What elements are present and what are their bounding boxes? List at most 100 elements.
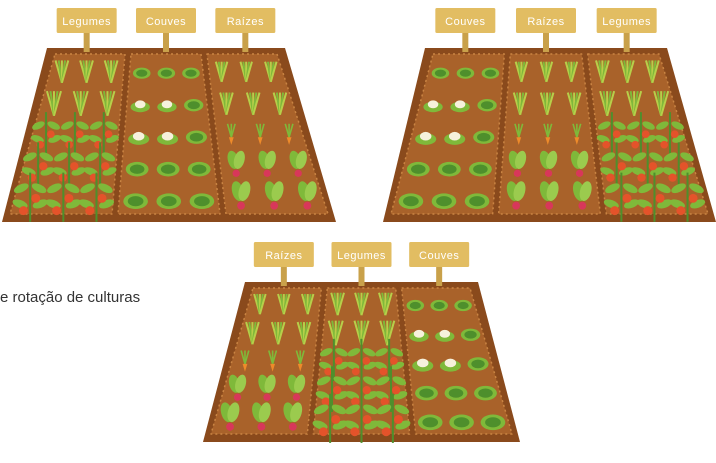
sign-post <box>623 30 630 52</box>
cabbage-inner <box>189 132 204 142</box>
leaf <box>660 90 670 117</box>
radish-leaf <box>513 181 526 201</box>
tomato <box>637 173 646 182</box>
leaf <box>60 60 70 84</box>
leaf <box>303 321 312 345</box>
cabbage <box>125 161 149 177</box>
leek-plant <box>330 292 345 316</box>
leek-plant <box>653 90 670 117</box>
leaf <box>333 376 348 386</box>
leaf <box>85 60 94 84</box>
leaf <box>245 61 253 83</box>
carrot <box>255 123 265 145</box>
radish-root <box>544 169 553 177</box>
radish-leaf <box>271 181 284 201</box>
cauliflower <box>415 131 437 145</box>
leaf <box>79 90 89 117</box>
leaf <box>642 121 655 130</box>
cabbage <box>468 161 492 177</box>
tomato-plant <box>318 338 349 381</box>
cauliflower <box>130 100 150 113</box>
sign-1: Raízes <box>516 8 576 52</box>
tomato-plant <box>636 172 672 222</box>
sign-label: Legumes <box>62 16 111 28</box>
cabbage <box>184 99 204 112</box>
radish <box>227 150 245 177</box>
leek-plant <box>514 61 529 83</box>
sign-post <box>436 264 443 286</box>
tomato <box>70 162 79 171</box>
cauliflower-head <box>439 329 451 338</box>
leek-plant <box>245 92 261 115</box>
tomato-plant <box>654 112 685 155</box>
tomato <box>648 162 658 171</box>
cabbage-inner <box>434 69 447 77</box>
cabbage-inner <box>136 69 148 77</box>
leaf <box>89 121 103 130</box>
carrot-top <box>518 123 524 138</box>
cabbage-inner <box>448 388 464 398</box>
tomato-plant <box>603 172 639 222</box>
leaf <box>663 152 678 162</box>
cabbage-inner <box>129 164 145 174</box>
tomato <box>655 193 665 203</box>
sign-board <box>331 242 392 267</box>
leaf <box>313 404 329 415</box>
leaf <box>671 121 684 130</box>
cabbage-inner <box>459 69 472 77</box>
tomato-plant <box>670 172 706 222</box>
leaf <box>651 60 660 84</box>
sign-post <box>242 30 249 52</box>
tomato <box>97 193 107 203</box>
tomato <box>643 206 653 216</box>
tomato <box>75 130 84 138</box>
sign-2: Legumes <box>596 8 657 52</box>
cauliflower <box>157 131 179 145</box>
sign-board <box>136 8 196 33</box>
leaf <box>336 292 345 316</box>
leaf <box>519 92 528 115</box>
leek-plant <box>219 92 234 115</box>
leaf <box>363 376 377 386</box>
radish <box>508 150 527 177</box>
leaf <box>335 348 348 357</box>
cabbage <box>187 161 211 177</box>
tomato-plant <box>596 112 627 155</box>
cabbage <box>467 357 489 371</box>
cabbage <box>477 99 497 112</box>
carrot-top <box>259 123 265 138</box>
tomato <box>104 130 113 138</box>
cabbage-inner <box>473 164 488 174</box>
sign-post <box>543 30 549 52</box>
leaf <box>601 60 610 84</box>
leaf <box>545 61 554 83</box>
cabbage <box>431 67 450 79</box>
cabbage <box>454 299 472 312</box>
leaf <box>13 183 29 194</box>
cabbage <box>444 385 468 401</box>
cauliflower-head <box>448 131 461 141</box>
sign-0: Couves <box>435 8 496 52</box>
leaf <box>680 152 694 162</box>
leaf <box>394 404 410 415</box>
radish-root <box>263 393 271 401</box>
radish <box>539 150 558 177</box>
leaf <box>626 60 635 84</box>
tomato <box>606 173 615 182</box>
leek-plant <box>539 92 555 115</box>
cabbage <box>189 193 215 210</box>
leaf <box>106 90 116 117</box>
leaf <box>251 321 260 345</box>
leek-plant <box>45 90 62 117</box>
tomato <box>18 206 28 216</box>
radish-leaf <box>294 374 306 393</box>
leek-plant <box>626 90 643 117</box>
carrot-top <box>230 123 236 138</box>
radish-leaf <box>264 150 276 169</box>
leaf <box>319 348 333 357</box>
leek-plant <box>620 60 635 84</box>
cabbage-inner <box>471 359 485 369</box>
radish <box>231 181 251 210</box>
leaf <box>627 121 640 130</box>
radish-leaf <box>295 150 307 169</box>
